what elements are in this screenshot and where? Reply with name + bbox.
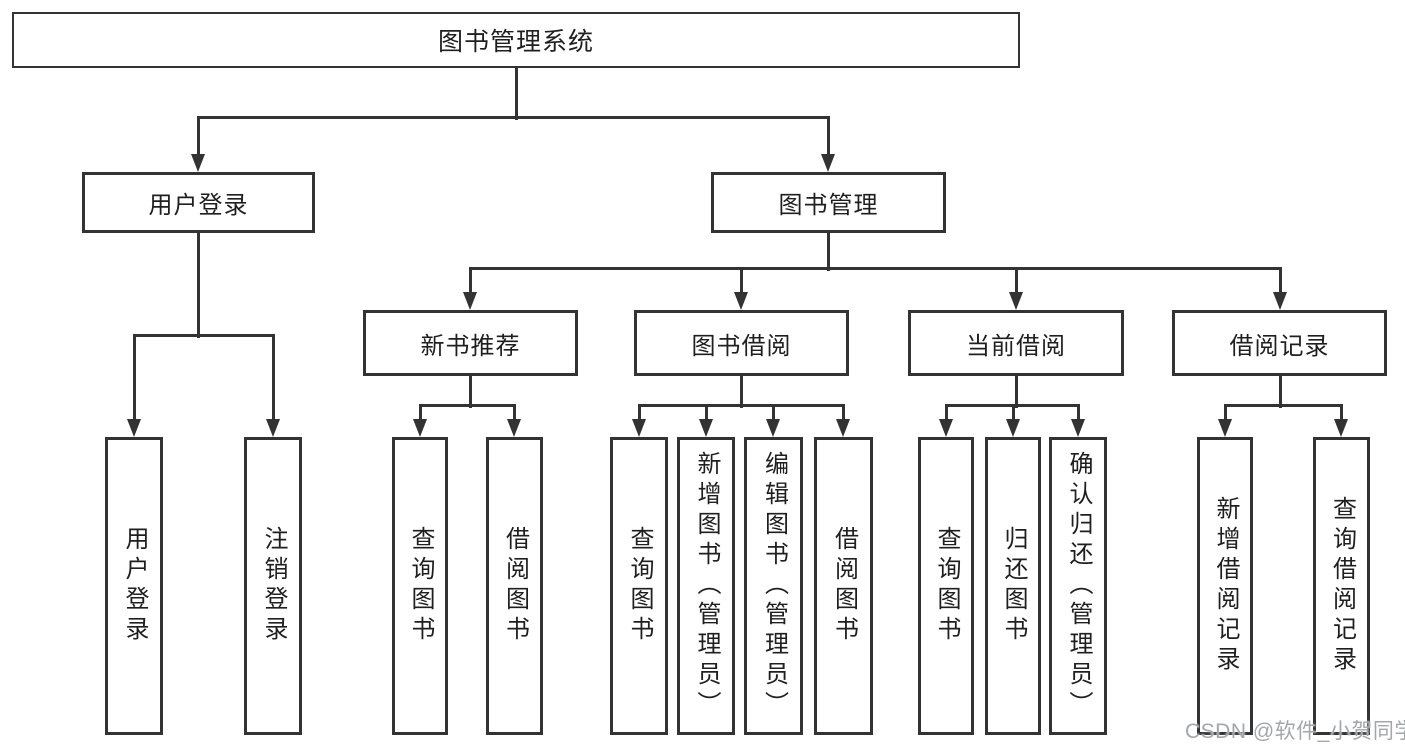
node-label: 图书借阅 [691, 332, 792, 360]
node-library-management-system: 图书管理系统 [12, 12, 1020, 68]
arrowhead-icon [1218, 419, 1232, 437]
connector-drop [196, 117, 200, 156]
connector-drop [771, 405, 775, 421]
arrowhead-icon [1071, 419, 1085, 437]
connector-drop [841, 405, 845, 421]
connector-vline [1278, 376, 1282, 408]
connector-drop [944, 405, 948, 421]
node-label: 借阅图书 [830, 526, 858, 646]
connector-drop [1076, 405, 1080, 421]
connector-vline [1014, 376, 1018, 408]
connector-drop [826, 117, 830, 156]
node-label: 借阅图书 [501, 526, 529, 646]
connector-drop [271, 335, 275, 421]
arrowhead-icon [1009, 292, 1023, 310]
arrowhead-icon [463, 292, 477, 310]
connector-drop [1278, 268, 1282, 294]
connector-vline [514, 68, 518, 120]
arrowhead-icon [1006, 419, 1020, 437]
node-label: 当前借阅 [966, 332, 1066, 360]
connector-hline [196, 115, 830, 119]
arrowhead-icon [836, 419, 850, 437]
leaf-user-login: 用户登录 [105, 437, 163, 735]
arrowhead-icon [734, 292, 748, 310]
connector-hline [1223, 403, 1343, 407]
arrowhead-icon [939, 419, 953, 437]
connector-drop [468, 268, 472, 294]
node-label: 新增借阅记录 [1212, 496, 1239, 676]
leaf-confirm-return-admin: 确认归还（管理员） [1049, 437, 1107, 735]
leaf-query-books-current: 查询图书 [918, 437, 974, 735]
leaf-logout: 注销登录 [244, 437, 302, 735]
connector-hline [418, 403, 516, 407]
arrowhead-icon [507, 419, 521, 437]
node-label: 图书管理 [778, 192, 879, 219]
node-label: 确认归还（管理员） [1065, 451, 1092, 721]
node-new-book-recommend: 新书推荐 [363, 310, 578, 376]
connector-vline [739, 376, 743, 408]
watermark: CSDN @软件_小贺同学 [1185, 720, 1405, 743]
node-label: 新增图书（管理员） [693, 451, 720, 721]
connector-drop [512, 405, 516, 421]
node-label: 用户登录 [148, 192, 249, 219]
connector-drop [132, 335, 136, 421]
leaf-borrow-books-recommend: 借阅图书 [486, 437, 543, 735]
leaf-edit-books-admin: 编辑图书（管理员） [744, 437, 803, 735]
node-book-borrow: 图书借阅 [634, 310, 849, 376]
node-current-borrow: 当前借阅 [908, 310, 1124, 376]
connector-vline [196, 233, 200, 338]
connector-hline [637, 403, 845, 407]
leaf-borrow-books: 借阅图书 [814, 437, 873, 735]
node-user-login: 用户登录 [82, 172, 315, 233]
leaf-add-borrow-record: 新增借阅记录 [1197, 437, 1253, 735]
arrowhead-icon [413, 419, 427, 437]
node-label: 图书管理系统 [437, 28, 594, 56]
connector-hline [468, 266, 1282, 270]
leaf-query-borrow-record: 查询借阅记录 [1313, 437, 1370, 735]
leaf-return-books: 归还图书 [985, 437, 1041, 735]
arrowhead-icon [266, 419, 280, 437]
node-borrow-record: 借阅记录 [1172, 310, 1387, 376]
connector-drop [1223, 405, 1227, 421]
node-label: 借阅记录 [1229, 332, 1330, 360]
node-label: 查询图书 [407, 526, 434, 646]
arrowhead-icon [191, 154, 205, 172]
node-label: 新书推荐 [420, 332, 521, 360]
node-label: 归还图书 [1000, 526, 1027, 646]
connector-vline [468, 376, 472, 408]
node-label: 查询借阅记录 [1328, 496, 1356, 676]
leaf-add-books-admin: 新增图书（管理员） [677, 437, 735, 735]
arrowhead-icon [699, 419, 713, 437]
node-label: 注销登录 [260, 526, 287, 646]
arrowhead-icon [632, 419, 646, 437]
connector-drop [1011, 405, 1015, 421]
connector-drop [1014, 268, 1018, 294]
node-label: 编辑图书（管理员） [760, 451, 788, 721]
connector-drop [739, 268, 743, 294]
arrowhead-icon [127, 419, 141, 437]
node-label: 查询图书 [933, 526, 960, 646]
connector-drop [418, 405, 422, 421]
connector-drop [1339, 405, 1343, 421]
connector-drop [637, 405, 641, 421]
connector-drop [704, 405, 708, 421]
connector-vline [826, 233, 830, 271]
arrowhead-icon [1273, 292, 1287, 310]
arrowhead-icon [766, 419, 780, 437]
node-book-management: 图书管理 [711, 172, 946, 233]
leaf-query-books-recommend: 查询图书 [392, 437, 448, 735]
leaf-query-books: 查询图书 [610, 437, 668, 735]
node-label: 用户登录 [121, 526, 148, 646]
arrowhead-icon [1334, 419, 1348, 437]
arrowhead-icon [821, 154, 835, 172]
node-label: 查询图书 [626, 526, 653, 646]
connector-hline [132, 333, 275, 337]
